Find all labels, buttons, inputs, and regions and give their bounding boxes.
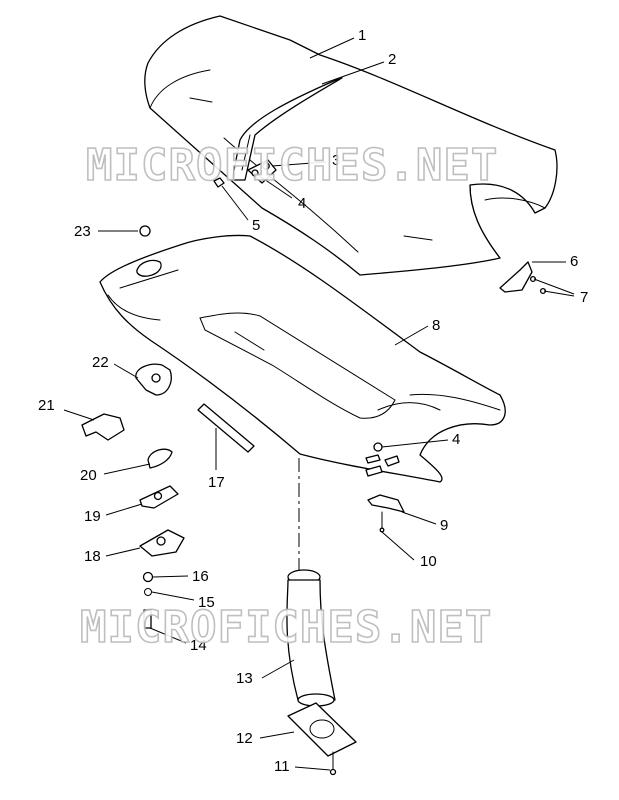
- callout-10: 10: [420, 553, 437, 570]
- callout-18: 18: [84, 548, 101, 565]
- callout-15: 15: [198, 594, 215, 611]
- callout-7: 7: [580, 289, 588, 306]
- callout-2: 2: [388, 51, 396, 68]
- callout-8: 8: [432, 317, 440, 334]
- callout-16: 16: [192, 568, 209, 585]
- callout-11: 11: [274, 758, 290, 775]
- strap-hardware: [213, 159, 277, 188]
- callout-labels: 1 2 3 4 5 6 7 8 4 9 10 11 12 13 14 15 16…: [38, 27, 588, 775]
- watermark-top: MICROFICHES.NET: [86, 140, 498, 191]
- watermark-bottom: MICROFICHES.NET: [80, 602, 492, 653]
- callout-19: 19: [84, 508, 101, 525]
- callout-4: 4: [298, 195, 306, 212]
- callout-5: 5: [252, 217, 260, 234]
- callout-1: 1: [358, 27, 366, 44]
- callout-17: 17: [208, 474, 225, 491]
- callout-21: 21: [38, 397, 55, 414]
- duct-part-13: [286, 458, 336, 707]
- callout-20: 20: [80, 467, 97, 484]
- flange-part-12: [287, 702, 357, 776]
- callout-13: 13: [236, 670, 253, 687]
- callout-9: 9: [440, 517, 448, 534]
- seat-strap-part-2: [231, 77, 343, 181]
- bracket-parts-left: [81, 225, 185, 629]
- seat-latch-part-6: [499, 261, 547, 295]
- seat-base-part-8: [99, 234, 506, 483]
- leader-lines: [63, 37, 575, 771]
- callout-23: 23: [74, 223, 91, 240]
- callout-12: 12: [236, 730, 253, 747]
- callout-6: 6: [570, 253, 578, 270]
- callout-3: 3: [332, 152, 340, 169]
- callout-22: 22: [92, 354, 109, 371]
- rail-part-17: [197, 403, 255, 453]
- callout-14: 14: [190, 637, 207, 654]
- callout-4-lower: 4: [452, 431, 460, 448]
- seat-part-1: [144, 15, 558, 276]
